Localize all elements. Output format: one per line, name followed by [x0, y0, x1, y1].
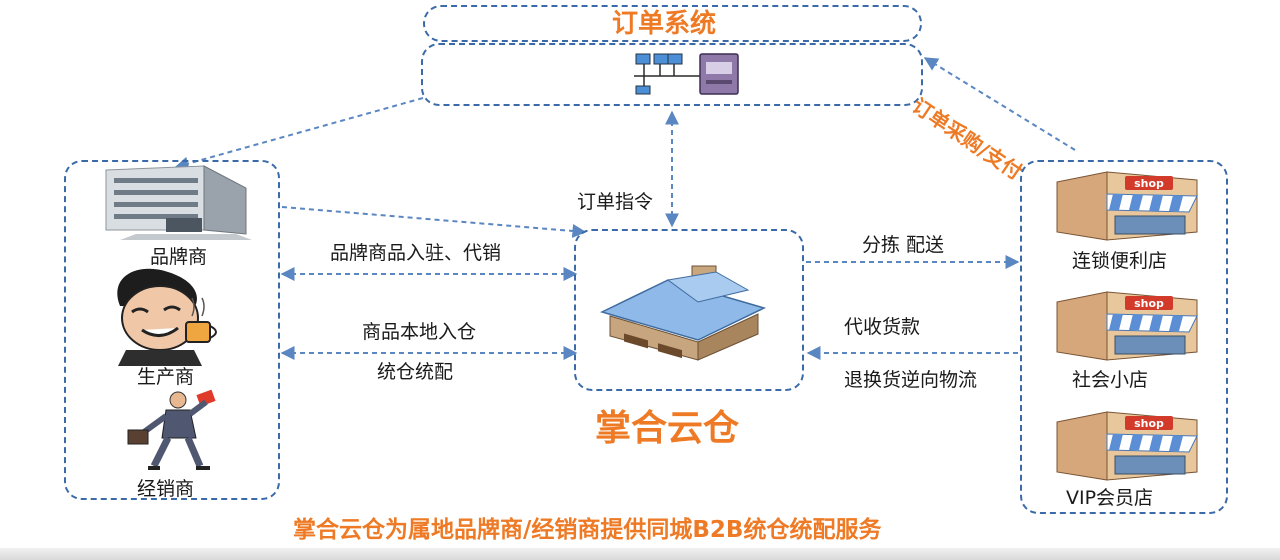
right-item-small-store-label: 社会小店 [1072, 369, 1149, 391]
left-item-brand-label: 品牌商 [150, 246, 208, 268]
edge-brand-to-warehouse [281, 206, 587, 238]
edge-label-brand-entry: 品牌商品入驻、代销 [330, 242, 502, 264]
warehouse-box [574, 229, 804, 391]
shop-icon: shop [1056, 291, 1198, 361]
shop-icon: shop [1056, 171, 1198, 241]
edge-label-local-storage: 商品本地入仓 [362, 321, 477, 343]
right-item-chain-store-label: 连锁便利店 [1072, 250, 1168, 272]
center-title: 掌合云仓 [595, 408, 740, 449]
edge-label-cod: 代收货款 [844, 316, 921, 338]
footer-caption: 掌合云仓为属地品牌商/经销商提供同城B2B统仓统配服务 [293, 517, 882, 543]
retailer-group-box [1020, 160, 1228, 514]
left-item-distributor-label: 经销商 [137, 478, 195, 500]
right-item-vip-store-label: VIP会员店 [1066, 487, 1154, 509]
shop-sign-text: shop [1134, 417, 1164, 430]
shop-sign-text: shop [1134, 297, 1164, 310]
edge-label-sorting-delivery: 分拣 配送 [862, 234, 945, 256]
man-drinking-tea-icon [117, 268, 217, 366]
salesman-icon [127, 389, 216, 470]
shop-icon: shop [1056, 411, 1198, 481]
warehouse-icon [599, 265, 767, 361]
bottom-bar [0, 548, 1280, 560]
edge-order-to-brand [174, 97, 424, 171]
edge-label-unified-distribution: 统仓统配 [377, 361, 454, 383]
order-system-title: 订单系统 [612, 9, 717, 39]
network-server-icon [634, 53, 739, 95]
order-system-title-box [423, 5, 922, 42]
building-icon [105, 165, 252, 240]
edge-label-order-instruction: 订单指令 [577, 191, 654, 213]
supplier-group-box [64, 160, 280, 500]
left-item-producer-label: 生产商 [137, 366, 195, 388]
edge-label-reverse-logistics: 退换货逆向物流 [844, 369, 978, 391]
shop-sign-text: shop [1134, 177, 1164, 190]
edge-shops-to-order [923, 57, 1076, 151]
order-system-box [421, 43, 923, 106]
